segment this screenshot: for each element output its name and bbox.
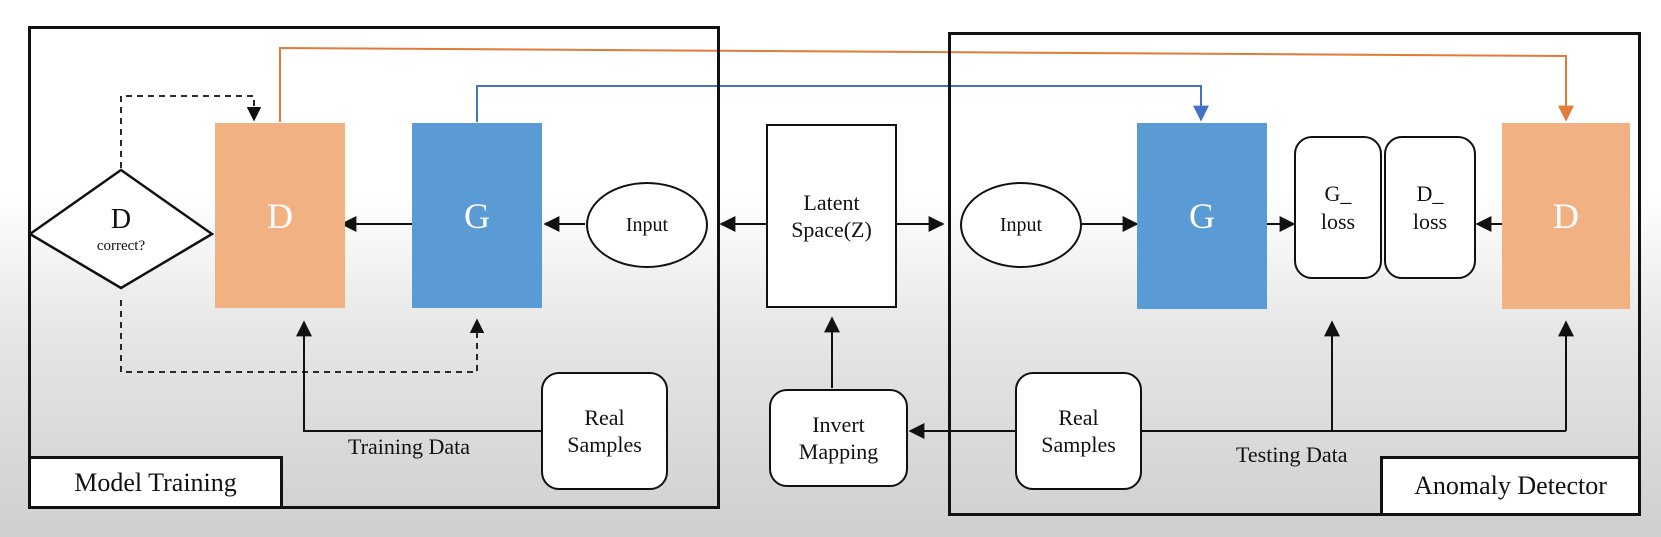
- g-loss-line1: G_: [1324, 181, 1352, 206]
- model-training-panel: [28, 26, 720, 509]
- detector-d-label: D: [1553, 196, 1579, 236]
- training-real-samples-line2: Samples: [567, 432, 642, 457]
- d-loss-line1: D_: [1416, 181, 1444, 206]
- training-data-label: Training Data: [348, 434, 471, 459]
- dashed-feedback-to-d: [120, 95, 262, 168]
- detector-g-label: G: [1189, 196, 1215, 236]
- decision-subtitle: correct?: [96, 237, 146, 254]
- decision-title: D: [110, 203, 132, 235]
- training-input-node: Input: [586, 182, 708, 268]
- training-input-label: Input: [625, 213, 669, 236]
- blue-link-g-to-g: [476, 85, 1209, 122]
- invert-mapping-line1: Invert: [812, 411, 865, 437]
- latent-space-line1: Latent: [803, 189, 860, 215]
- latent-space-node: Latent Space(Z): [766, 124, 897, 308]
- detector-real-samples-line2: Samples: [1041, 432, 1116, 457]
- dashed-feedback-to-g: [120, 300, 485, 373]
- training-d-label: D: [267, 195, 293, 236]
- model-training-label: Model Training: [28, 456, 283, 509]
- testing-data-label: Testing Data: [1236, 442, 1348, 467]
- training-generator-block: G: [412, 123, 542, 308]
- anomaly-detector-panel: [948, 32, 1641, 516]
- detector-input-label: Input: [999, 213, 1043, 236]
- invert-mapping-node: Invert Mapping: [769, 389, 908, 487]
- g-loss-line2: loss: [1320, 208, 1356, 234]
- d-loss-line2: loss: [1412, 208, 1448, 234]
- invert-mapping-line2: Mapping: [798, 439, 879, 464]
- training-g-label: G: [464, 195, 490, 236]
- detector-generator-block: G: [1137, 123, 1267, 309]
- g-loss-node: G_ loss: [1294, 136, 1382, 279]
- detector-input-node: Input: [960, 182, 1082, 268]
- orange-link-d-to-d: [279, 46, 1574, 122]
- latent-space-line2: Space(Z): [791, 217, 872, 242]
- decision-node: D correct?: [66, 198, 176, 262]
- training-real-samples-line1: Real: [584, 404, 625, 430]
- training-real-samples-node: Real Samples: [541, 372, 668, 490]
- detector-real-samples-line1: Real: [1058, 404, 1099, 430]
- training-discriminator-block: D: [215, 123, 345, 308]
- anomaly-detector-label: Anomaly Detector: [1380, 456, 1641, 516]
- decision-diamond-shape: [27, 168, 215, 290]
- d-loss-node: D_ loss: [1384, 136, 1476, 279]
- detector-real-samples-node: Real Samples: [1015, 372, 1142, 490]
- arrow-real-to-d: [296, 320, 541, 432]
- detector-discriminator-block: D: [1502, 123, 1630, 309]
